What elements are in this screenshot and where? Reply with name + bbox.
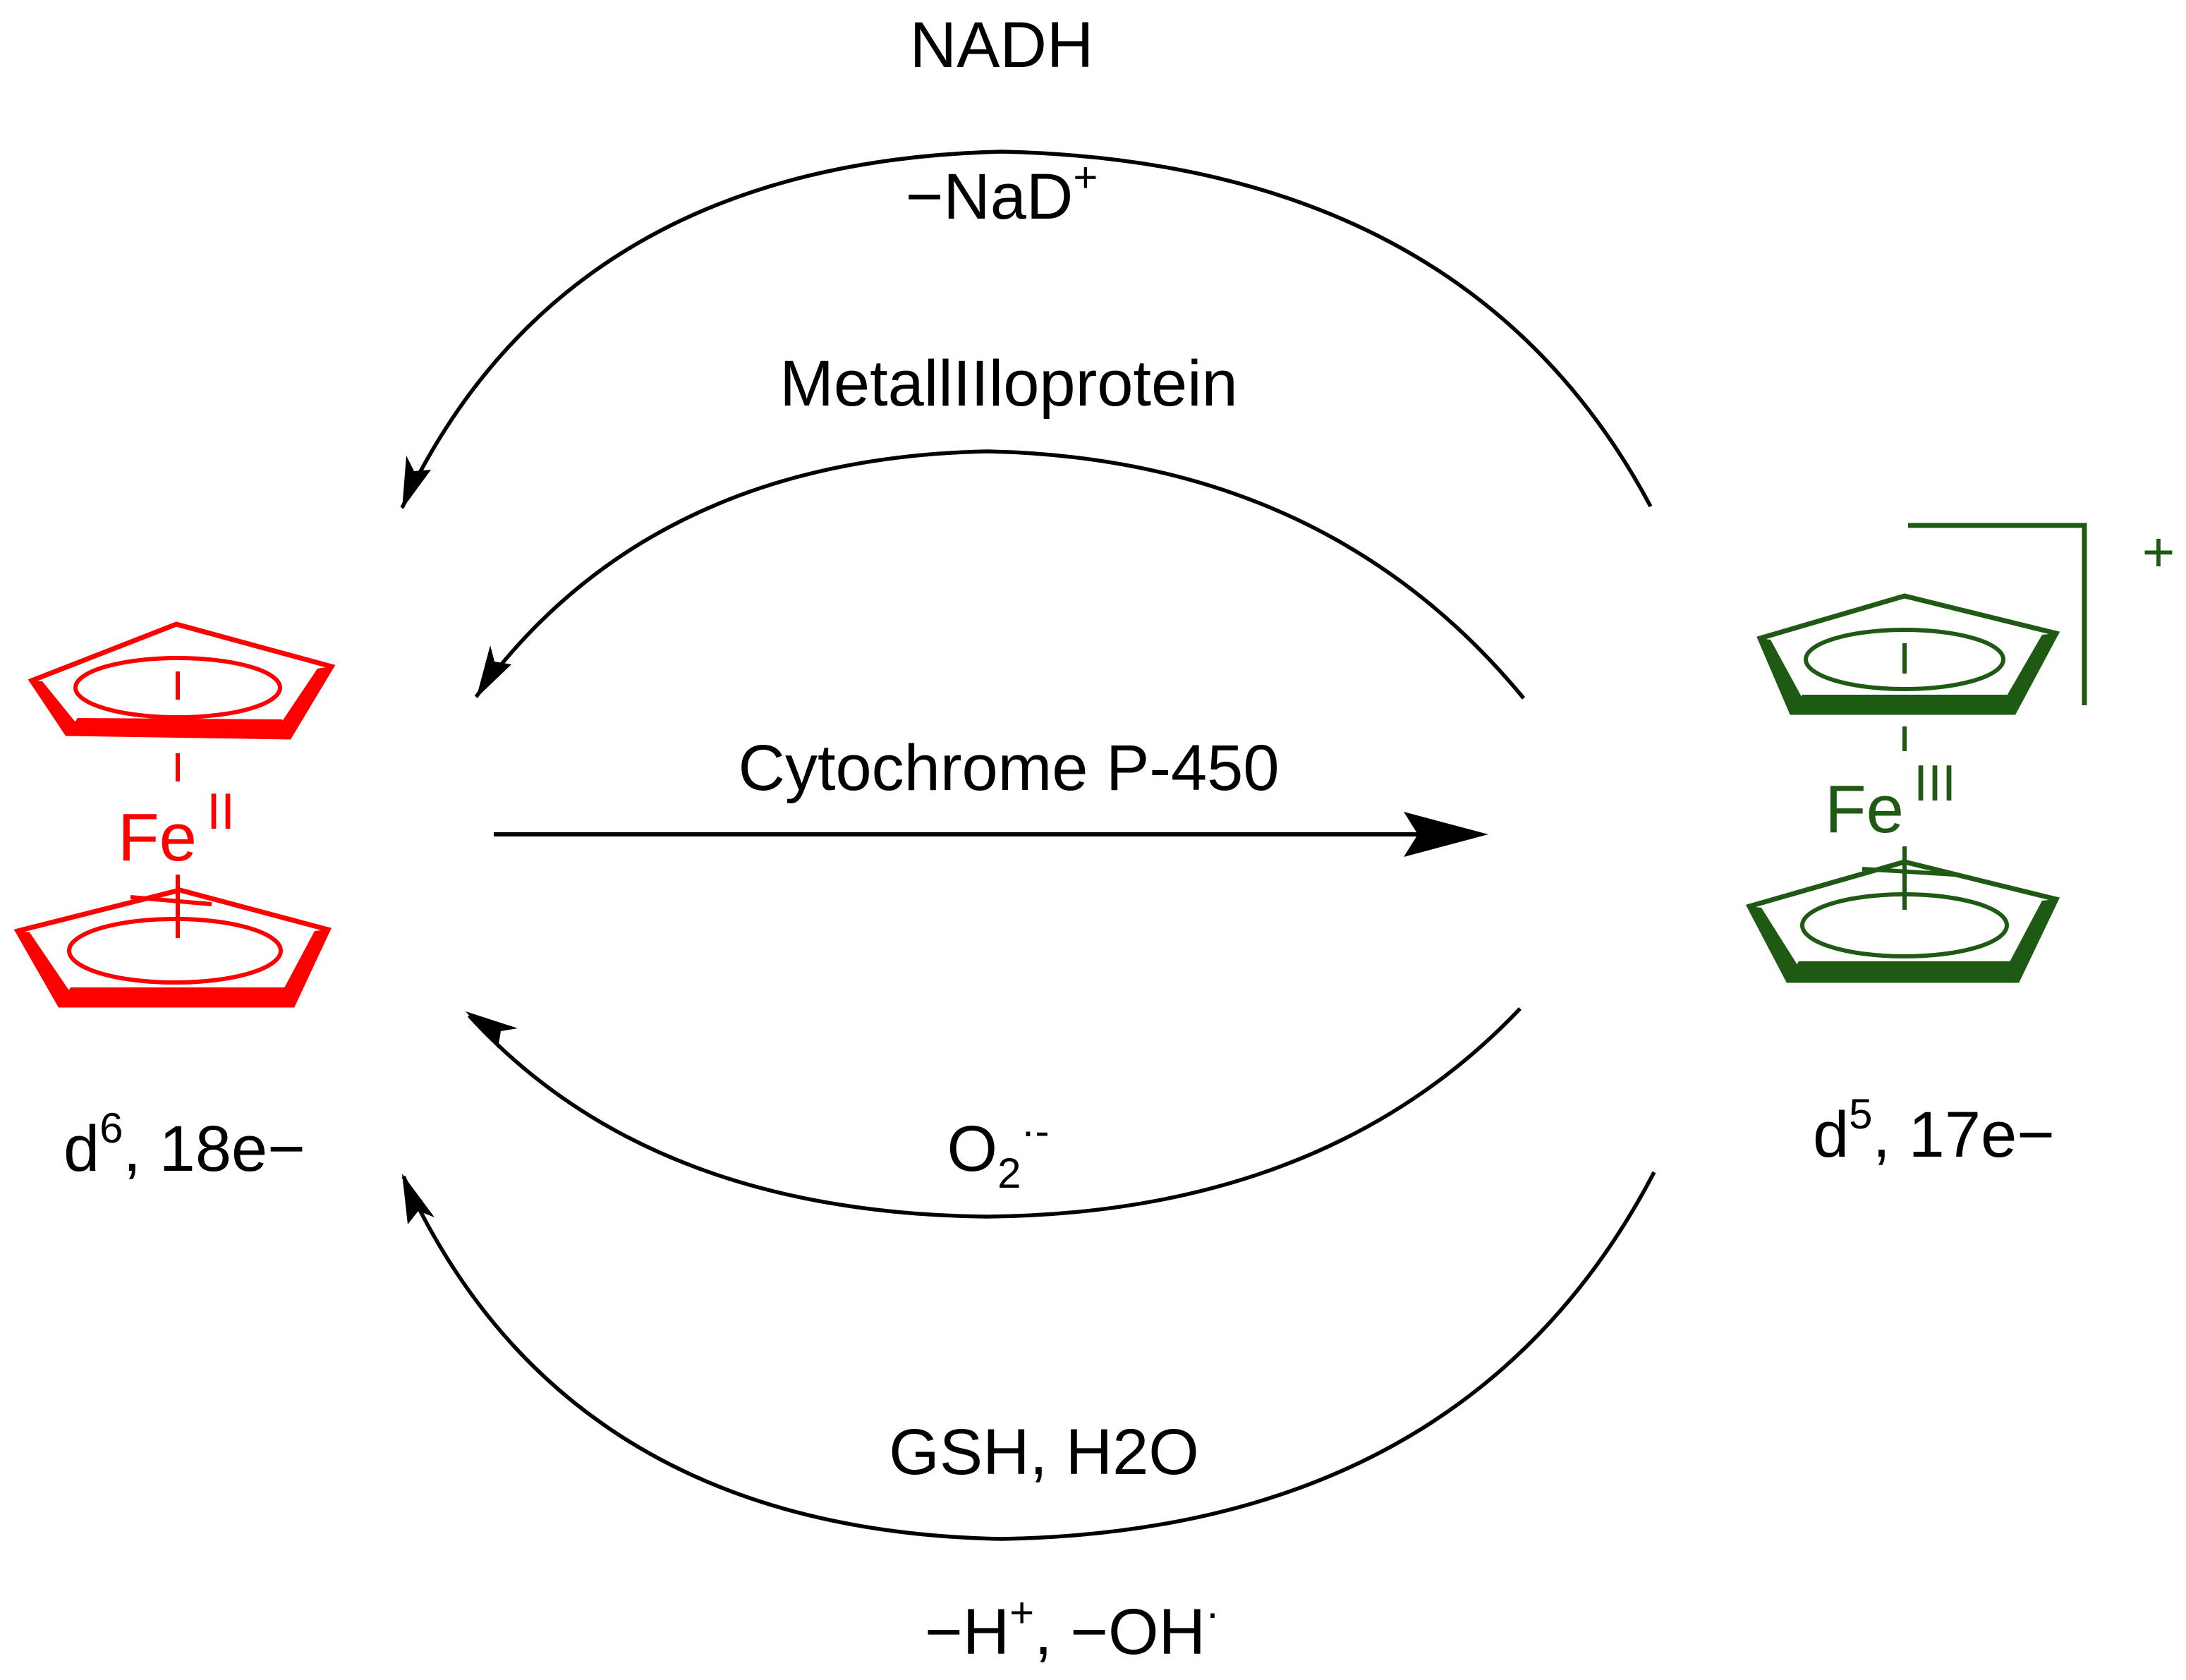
gsh-reduction-arrow <box>401 1171 1656 1541</box>
ferrocenium-bottom-cp-wedge-left <box>1749 906 1807 980</box>
ferrocene-bottom-cp-circle <box>67 917 283 985</box>
ferrocene-bottom-cp-wedge-front <box>60 987 293 1005</box>
nadh-arrowhead <box>402 456 431 509</box>
ferrocenium-bottom-cp-wedge-front <box>1788 961 2017 980</box>
reagent-proton-hydroxyl-loss: −H+, −OH· <box>925 1589 1220 1668</box>
ferrocene-top-cp-wedge-right <box>279 666 332 737</box>
reagent-cytochrome: Cytochrome P-450 <box>739 732 1280 804</box>
ferrocenium-bottom-cp-circle <box>1800 892 2009 958</box>
ferrocenium-bottom-ring-tick <box>1862 867 1955 877</box>
ferrocene-top-cp-circle <box>73 656 282 719</box>
ferrocenium-top-cp-wedge-left <box>1760 638 1810 712</box>
ferrocenium-charge: + <box>2142 521 2175 583</box>
ferrocene-bottom-cp-wedge-left <box>18 931 79 1005</box>
ferrocenium-top-cp-circle <box>1804 628 2005 691</box>
ferrocene-top-cp-wedge-left <box>32 681 85 734</box>
reagent-nad-loss: −NaD+ <box>906 154 1098 233</box>
gsh-arrowhead <box>402 1174 435 1224</box>
reagent-nadh: NADH <box>910 9 1094 81</box>
ferrocenium-top-cp-wedge-front <box>1792 695 2014 712</box>
ferrocene-electron-count: d6, 18e− <box>63 1104 305 1185</box>
ferrocenium-bottom-cp-wedge-right <box>2005 899 2056 980</box>
nadh-reduction-arrow <box>400 150 1653 509</box>
metalloprotein-arrowhead <box>476 645 511 698</box>
superoxide-arrowhead <box>466 1011 518 1048</box>
ferrocenium-electron-count: d5, 17e− <box>1813 1090 2055 1171</box>
reagent-superoxide: O2·- <box>947 1107 1050 1197</box>
ferrocene-bottom-cp-wedge-right <box>281 930 328 1005</box>
reagent-gsh-water: GSH, H2O <box>889 1416 1199 1488</box>
reagent-metalloprotein: MetallIIloprotein <box>779 348 1237 420</box>
ferrocenium-top-cp-wedge-right <box>2003 633 2056 712</box>
ferrocenium-charge-bracket <box>1908 523 2087 705</box>
ferrocene-bottom-ring-tick <box>130 895 212 906</box>
ferrocene-top-cp-wedge-front <box>67 718 289 737</box>
cytochrome-arrowhead <box>1404 812 1488 857</box>
superoxide-reduction-arrow <box>467 1007 1522 1219</box>
metalloprotein-reduction-arrow <box>474 449 1526 700</box>
